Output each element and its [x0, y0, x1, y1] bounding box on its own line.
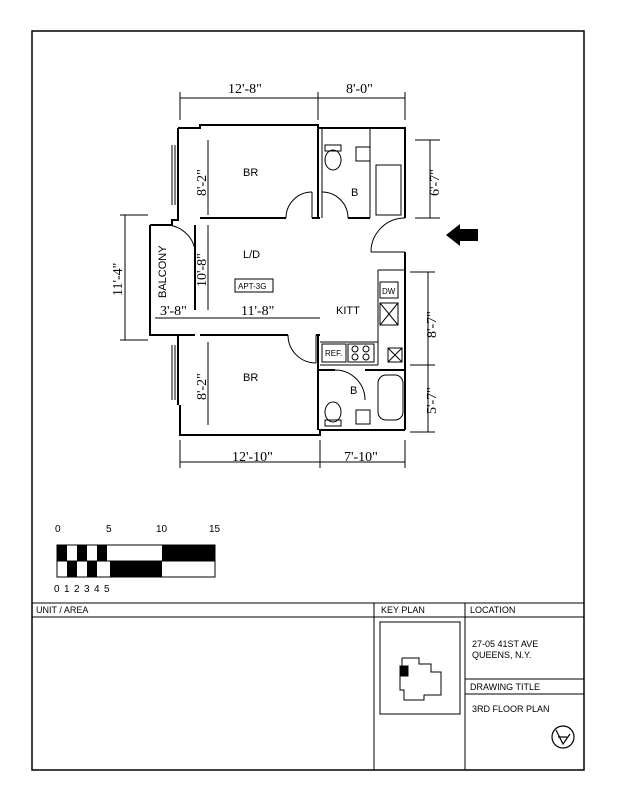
- scale-bottom-label-4: 4: [94, 584, 100, 595]
- location-address-line1: 27-05 41ST AVE: [472, 639, 538, 649]
- floor-plan: [149, 124, 406, 436]
- scale-bar: [56, 544, 216, 578]
- entrance-arrow-icon: [446, 224, 478, 246]
- dimension-kitchen-height: 8'-7": [425, 311, 440, 338]
- dimension-br-bottom-height: 8'-2": [195, 373, 210, 400]
- scale-bottom-label-3: 3: [84, 584, 90, 595]
- scale-bottom-label-5: 5: [104, 584, 110, 595]
- room-label-bedroom-bottom: BR: [243, 372, 258, 384]
- title-block: [32, 602, 584, 770]
- dishwasher-label: DW: [382, 287, 396, 296]
- dimension-ld-width: 11'-8": [241, 304, 274, 319]
- dimension-bottom-right: 7'-10": [344, 450, 378, 465]
- scale-top-label-10: 10: [156, 524, 168, 535]
- dimension-top-left: 12'-8": [228, 82, 262, 97]
- dimension-bath-bottom-height: 5'-7": [425, 387, 440, 414]
- location-label: LOCATION: [470, 605, 515, 615]
- unit-area-label: UNIT / AREA: [36, 605, 88, 615]
- drawing-title: 3RD FLOOR PLAN: [472, 704, 550, 714]
- dimension-lines: [120, 92, 440, 468]
- dimension-br-top-height: 8'-2": [195, 169, 210, 196]
- sheet-border: [31, 30, 585, 771]
- room-label-bath-top: B: [351, 187, 358, 199]
- room-label-balcony: BALCONY: [157, 245, 169, 298]
- apartment-label: APT-3G: [238, 282, 266, 291]
- dimension-ld-height: 10'-8": [195, 253, 210, 287]
- dimension-bath-top-height: 6'-7": [428, 169, 443, 196]
- scale-bottom-label-2: 2: [74, 584, 80, 595]
- dimension-bottom-left: 12'-10": [232, 450, 273, 465]
- north-arrow-icon: [551, 725, 575, 749]
- drawing-title-label: DRAWING TITLE: [470, 682, 540, 692]
- key-plan-label: KEY PLAN: [381, 605, 425, 615]
- scale-bottom-label-0: 0: [54, 584, 60, 595]
- scale-top-label-5: 5: [106, 524, 112, 535]
- room-label-bath-bottom: B: [350, 385, 357, 397]
- dimension-balcony-width: 3'-8": [160, 304, 187, 319]
- location-address-line2: QUEENS, N.Y.: [472, 650, 531, 660]
- scale-top-label-15: 15: [209, 524, 221, 535]
- scale-bottom-label-1: 1: [64, 584, 70, 595]
- dimension-overall-height: 11'-4": [111, 263, 126, 296]
- key-plan-building: [399, 657, 442, 701]
- room-label-kitchen: KITT: [336, 305, 360, 317]
- scale-top-label-0: 0: [55, 524, 61, 535]
- room-label-living-dining: L/D: [243, 249, 260, 261]
- dimension-top-right: 8'-0": [346, 82, 373, 97]
- room-label-bedroom-top: BR: [243, 167, 258, 179]
- refrigerator-label: REF.: [325, 349, 342, 358]
